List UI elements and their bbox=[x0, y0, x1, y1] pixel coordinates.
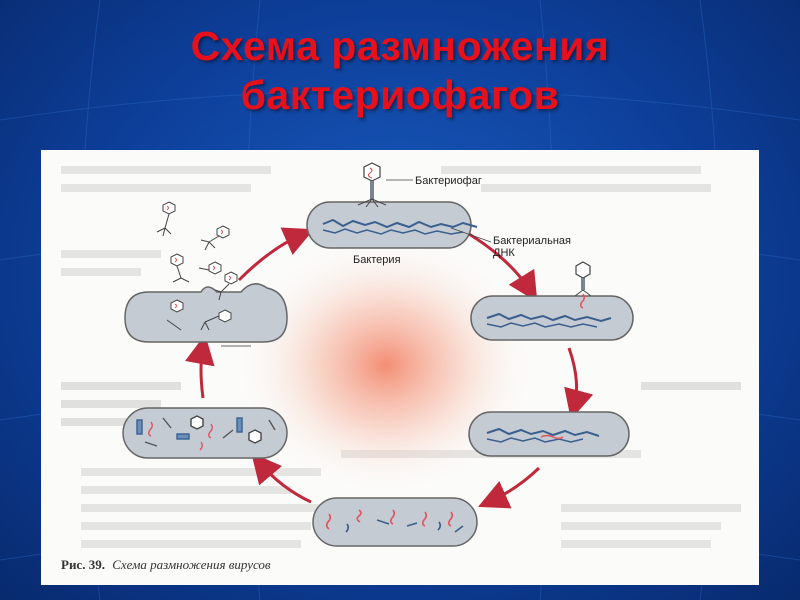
title-line-1: Схема размножения bbox=[190, 23, 610, 69]
cycle-arrows bbox=[185, 227, 594, 509]
bacterium-cell-2 bbox=[470, 295, 634, 341]
stage-3-replication bbox=[468, 411, 630, 457]
arrow-3 bbox=[478, 466, 541, 509]
bacterium-cell-5 bbox=[122, 407, 288, 459]
stage-2-injection bbox=[470, 261, 634, 341]
arrow-2 bbox=[564, 347, 594, 420]
slide-title: Схема размножения бактериофагов bbox=[0, 22, 800, 120]
caption-prefix: Рис. 39. bbox=[61, 557, 105, 572]
arrow-5 bbox=[185, 334, 215, 399]
phage-1 bbox=[357, 162, 387, 208]
figure-caption: Рис. 39. Схема размножения вирусов bbox=[61, 557, 271, 572]
label-bacterium: Бактерия bbox=[353, 254, 401, 266]
arrow-4 bbox=[251, 452, 312, 504]
phage-cycle-figure: Бактериофаг Бактериальная ДНК Бактерия bbox=[41, 150, 759, 585]
bacterial-dna-1 bbox=[322, 218, 478, 229]
label-bacterial-dna-2: ДНК bbox=[493, 247, 515, 259]
label-bacterial-dna-1: Бактериальная bbox=[493, 235, 571, 247]
bacterial-dna-1b bbox=[322, 228, 464, 235]
stage-6-lysis bbox=[124, 201, 288, 347]
released-phages bbox=[156, 201, 238, 331]
bacterium-cell-4 bbox=[312, 497, 478, 547]
center-glow bbox=[236, 235, 536, 495]
stage-4-synthesis bbox=[312, 497, 478, 547]
bacterial-dna-2 bbox=[486, 312, 612, 323]
phage-dna-3 bbox=[540, 434, 564, 440]
title-line-2: бактериофагов bbox=[240, 72, 560, 118]
bacterial-dna-3 bbox=[486, 427, 600, 437]
arrow-6 bbox=[237, 227, 314, 282]
phage-2 bbox=[574, 261, 592, 309]
label-bacteriophage: Бактериофаг bbox=[415, 175, 482, 187]
bacterium-cell-6 bbox=[124, 283, 288, 343]
stage-1-attachment: Бактериофаг Бактериальная ДНК Бактерия bbox=[306, 162, 571, 266]
caption-text: Схема размножения вирусов bbox=[112, 557, 271, 572]
phage-cycle-diagram: Бактериофаг Бактериальная ДНК Бактерия bbox=[61, 162, 741, 572]
arrow-1 bbox=[468, 232, 538, 303]
stage-5-assembly bbox=[122, 407, 288, 459]
background-text bbox=[61, 166, 741, 548]
